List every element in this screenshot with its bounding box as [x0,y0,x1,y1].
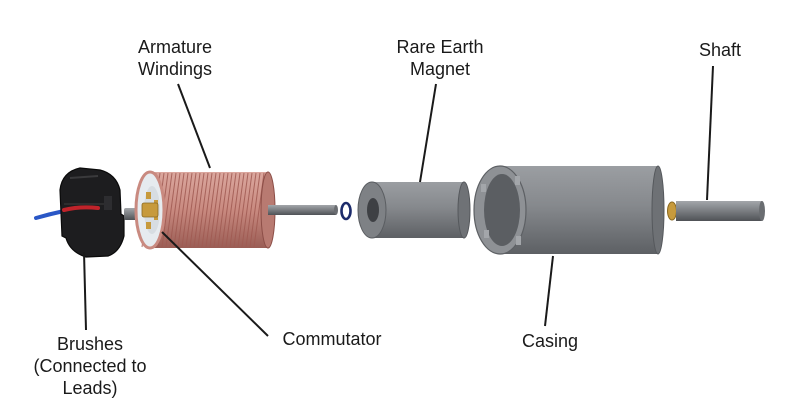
rare-earth-magnet-label: Rare Earth Magnet [370,36,510,80]
armature-label-line-2: Windings [137,59,213,79]
winding-stroke [169,172,181,248]
winding-stroke [189,172,201,248]
winding-stroke [205,172,217,248]
leader-brushes [83,251,87,331]
winding-stroke [193,172,205,248]
winding-stroke [225,172,237,248]
red-lead-wire [62,205,100,212]
leader-shaft [706,65,714,201]
winding-stroke [185,172,197,248]
commutator-brass-core [141,202,159,218]
winding-stroke [173,172,185,248]
bearing [667,201,677,221]
winding-stroke [197,172,209,248]
casing-label: Casing [500,330,600,352]
winding-stroke [245,172,257,248]
armature-shaft [268,205,336,215]
leader-armature [177,83,211,169]
leader-magnet [419,83,437,183]
winding-stroke [221,172,233,248]
rare-earth-magnet [357,181,471,239]
casing [473,165,665,255]
shaft-part [676,201,762,221]
blue-lead-wire [34,209,66,220]
armature-windings-label: Armature Windings [110,36,240,80]
armature-label-line-1: Armature [137,37,213,57]
magnet-label-line-1: Rare Earth [396,37,484,57]
armature-windings [150,172,268,248]
winding-stroke [209,172,221,248]
winding-stroke [229,172,241,248]
winding-stroke [201,172,213,248]
commutator-label: Commutator [262,328,402,350]
winding-stroke [177,172,189,248]
brushes-label-line-2: (Connected to [33,356,147,376]
brushes-label-line-3: Leads) [62,378,118,398]
leader-casing [544,255,554,327]
winding-stroke [237,172,249,248]
winding-stroke [217,172,229,248]
winding-stroke [213,172,225,248]
shaft-label: Shaft [680,39,760,61]
leader-commutator [161,231,269,337]
casing-label-text: Casing [521,331,579,351]
winding-stroke [165,172,177,248]
brushes-label: Brushes (Connected to Leads) [10,333,170,399]
winding-stroke [249,172,261,248]
winding-stroke [241,172,253,248]
armature [134,170,276,250]
magnet-label-line-2: Magnet [409,59,471,79]
winding-stroke [181,172,193,248]
o-ring [340,201,352,221]
commutator-label-text: Commutator [282,329,382,349]
brushes-label-line-1: Brushes [56,334,124,354]
winding-stroke [233,172,245,248]
brushes-assembly [59,167,125,258]
commutator [141,186,160,234]
brush-holder [59,167,125,258]
shaft-label-text: Shaft [698,40,742,60]
